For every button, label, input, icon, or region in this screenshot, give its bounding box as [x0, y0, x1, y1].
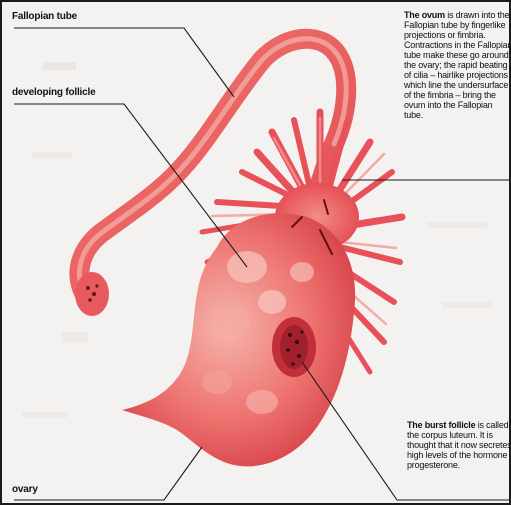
- caption-ovum-text: is drawn into the Fallopian tube by fing…: [404, 10, 511, 120]
- label-ovary: ovary: [12, 485, 38, 495]
- leader-ovary: [14, 447, 202, 500]
- label-developing-follicle: developing follicle: [12, 88, 95, 98]
- ovary-body: [122, 213, 355, 466]
- caption-ovum-lead: The ovum: [404, 10, 445, 20]
- caption-burst-follicle-lead: The burst follicle: [407, 420, 475, 430]
- burst-follicle: [272, 317, 316, 377]
- caption-burst-follicle: The burst follicle is called the corpus …: [407, 420, 511, 470]
- label-fallopian-tube: Fallopian tube: [12, 12, 77, 22]
- caption-ovum: The ovum is drawn into the Fallopian tub…: [404, 10, 511, 120]
